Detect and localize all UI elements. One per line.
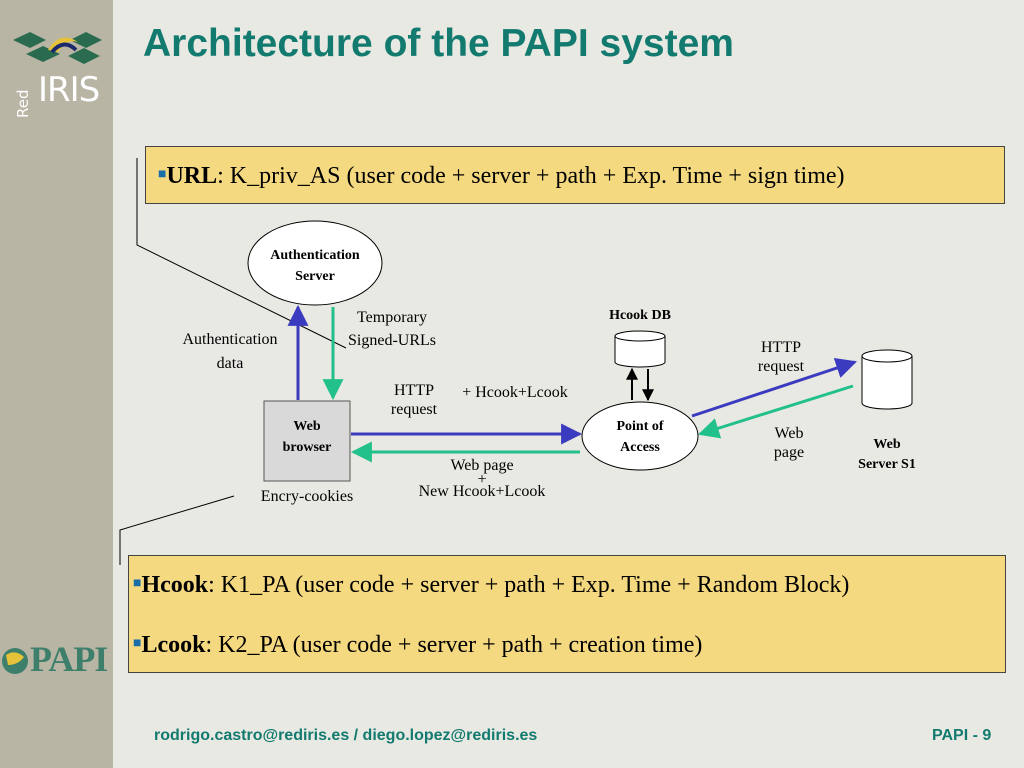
web-browser-label-1: Web — [293, 419, 320, 434]
auth-server-label-2: Server — [295, 269, 335, 284]
http-request-1-label-2: request — [391, 401, 438, 418]
auth-server-node: Authentication Server — [247, 220, 383, 306]
papi-logo-text: PAPI — [30, 639, 108, 679]
http-request-1-label-1: HTTP — [394, 382, 434, 399]
web-page-1-label-1: Web page — [450, 457, 513, 474]
cookie-callout-line — [119, 495, 235, 565]
hcook-db-label: Hcook DB — [609, 308, 671, 323]
poa-label-1: Point of — [616, 419, 663, 434]
bullet-icon: ■ — [158, 167, 167, 182]
poa-label-2: Access — [620, 440, 660, 455]
point-of-access-node: Point of Access — [581, 401, 699, 471]
auth-server-label-1: Authentication — [270, 248, 360, 263]
lcook-term: Lcook — [141, 632, 206, 658]
url-term: URL — [166, 163, 218, 189]
hcook-db-node: Hcook DB — [609, 308, 671, 368]
web-page-1-label-2: + — [477, 471, 486, 488]
bullet-icon: ■ — [133, 576, 142, 591]
web-page-1-label-3: New Hcook+Lcook — [419, 483, 546, 500]
url-definition: ■URL: K_priv_AS (user code + server + pa… — [158, 163, 845, 190]
lcook-definition: ■Lcook: K2_PA (user code + server + path… — [133, 632, 702, 659]
server-to-poa-arrow — [697, 384, 854, 439]
sidebar: IRIS Red PAPI — [0, 0, 113, 768]
lcook-text: : K2_PA (user code + server + path + cre… — [205, 632, 703, 658]
hcook-lcook-label: + Hcook+Lcook — [462, 384, 568, 401]
slide-title: Architecture of the PAPI system — [143, 22, 734, 65]
bullet-icon: ■ — [133, 636, 142, 651]
cookie-definition-box: ■Hcook: K1_PA (user code + server + path… — [128, 555, 1006, 673]
auth-data-label-2: data — [217, 355, 244, 372]
rediris-logo-icon — [13, 32, 102, 64]
web-page-2-label-2: page — [774, 444, 804, 461]
http-request-2-label-1: HTTP — [761, 339, 801, 356]
auth-data-label-1: Authentication — [182, 331, 277, 348]
temp-urls-label-2: Signed-URLs — [348, 332, 436, 349]
url-text: : K_priv_AS (user code + server + path +… — [217, 163, 845, 189]
iris-logo-text: IRIS — [38, 70, 100, 110]
web-server-label-2: Server S1 — [858, 457, 916, 472]
web-server-node: Web Server S1 — [858, 349, 916, 472]
http-request-2-label-2: request — [758, 358, 805, 375]
url-callout-line — [136, 158, 347, 349]
footer-emails: rodrigo.castro@rediris.es / diego.lopez@… — [154, 727, 538, 744]
web-server-label-1: Web — [873, 437, 900, 452]
page-number: PAPI - 9 — [932, 727, 992, 744]
url-definition-box: ■URL: K_priv_AS (user code + server + pa… — [145, 146, 1005, 204]
poa-to-server-arrow — [691, 357, 857, 418]
temp-urls-label-1: Temporary — [357, 309, 427, 326]
hcook-term: Hcook — [141, 572, 209, 598]
web-browser-label-2: browser — [283, 440, 332, 455]
web-browser-node: Web browser — [263, 400, 351, 482]
web-page-2-label-1: Web — [775, 425, 804, 442]
papi-globe-icon — [2, 648, 28, 674]
hcook-text: : K1_PA (user code + server + path + Exp… — [208, 572, 850, 598]
encry-cookies-label: Encry-cookies — [261, 488, 353, 505]
hcook-definition: ■Hcook: K1_PA (user code + server + path… — [133, 572, 849, 599]
